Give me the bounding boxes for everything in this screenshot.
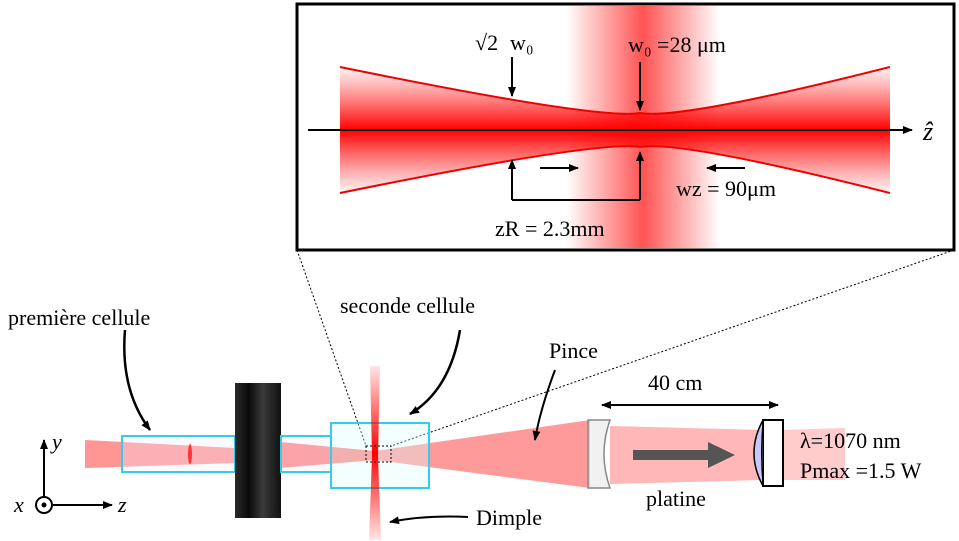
pmax-label: Pmax =1.5 W [800,458,922,483]
inset-sqrt2-w0: w₀ [510,30,534,55]
laser-beam-middle [280,442,375,468]
focusing-lens [587,419,612,489]
second-cell [330,422,430,489]
inset-zr-label: zR = 2.3mm [495,216,605,241]
beam-waist-inset: ẑ √2 w₀ w₀ =28 μm zR = 2.3mm wz = 90μm [295,2,956,252]
inset-wz-label: wz = 90μm [676,176,776,201]
stage-arrow-head [708,442,735,468]
y-axis-label: y⃗ [50,429,79,454]
platine-label: platine [646,486,706,511]
optical-bench: 40 cm première cellule seconde cellule P… [8,293,922,540]
first-cell [121,435,236,473]
inset-zhat-label: ẑ [922,117,934,146]
pince-callout-arrow [532,369,556,441]
transport-block [235,383,281,518]
first-cell-atom-cloud [188,444,192,464]
z-axis-label: z⃗ [117,492,144,517]
pince-label: Pince [549,338,598,363]
stage-lens-inner [761,419,764,487]
inset-sqrt2-prefix: √2 [475,30,498,55]
zoom-box [365,445,392,463]
seconde-cellule-label: seconde cellule [340,293,475,318]
wavelength-label: λ=1070 nm [800,428,901,453]
dimple-callout-arrow [389,515,469,525]
premiere-cellule-label: première cellule [8,305,150,330]
laser-beam-source [780,428,845,480]
inset-beam-upper-envelope [339,66,891,115]
x-axis-label: x⃗ [13,492,41,517]
inset-beam-lower-envelope [339,145,891,194]
distance-label: 40 cm [648,370,702,395]
zoom-line-left [296,249,367,447]
dimple-beam [369,366,381,540]
stage-mount [762,419,784,487]
x-axis-dot [41,502,47,508]
second-cell-callout-arrow [409,329,462,416]
zoom-line-right [390,249,955,447]
inset-w0-label: w₀ =28 μm [628,32,726,57]
transfer-tube [280,435,332,473]
dimple-label: Dimple [476,505,542,530]
first-cell-callout-arrow [123,329,152,431]
coordinate-axes: y⃗ x⃗ z⃗ [13,429,144,517]
